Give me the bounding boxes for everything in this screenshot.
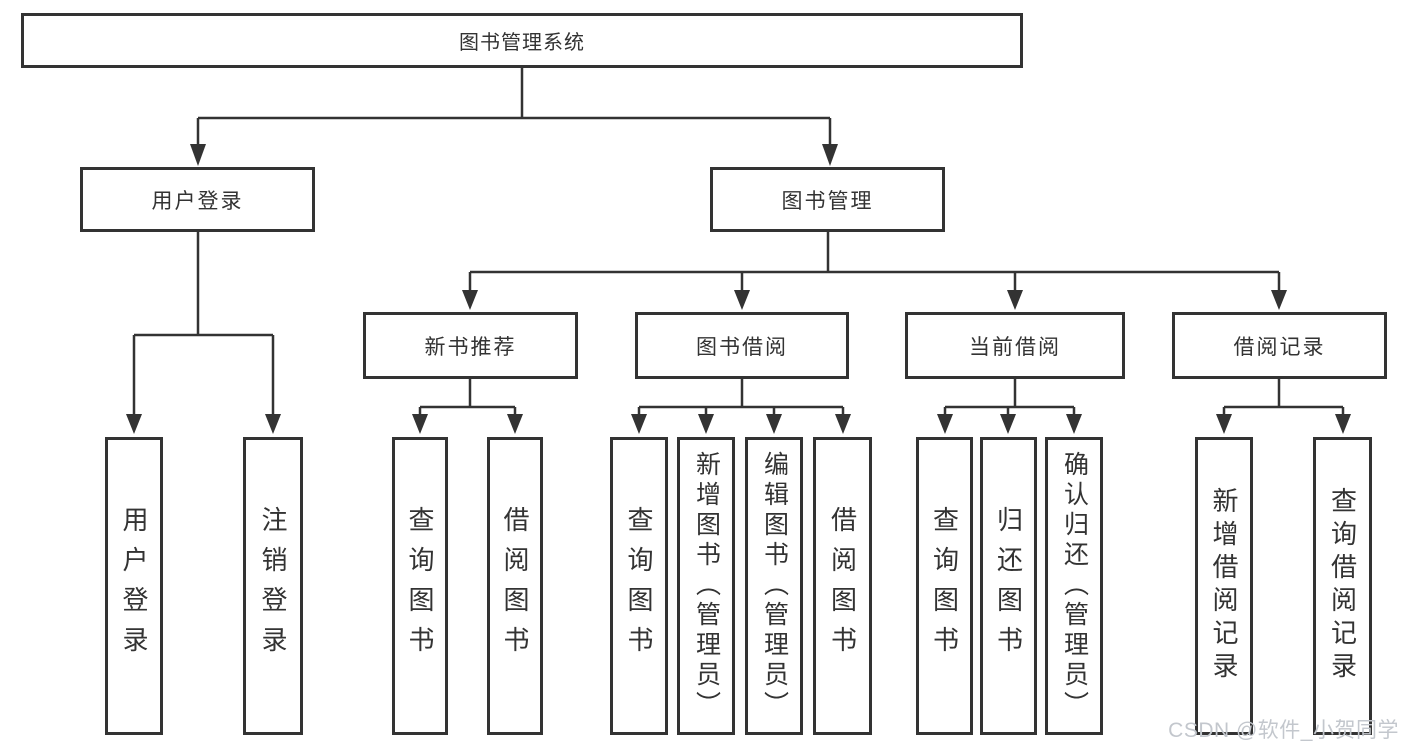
node-current-borrow: 当前借阅 [905, 312, 1125, 379]
leaf-query-book-current: 查询图书 [916, 437, 973, 735]
leaf-return-book: 归还图书 [980, 437, 1037, 735]
node-borrow-records: 借阅记录 [1172, 312, 1387, 379]
leaf-logout-label: 注销登录 [258, 506, 288, 666]
leaf-add-book-admin: 新增图书（管理员） [677, 437, 735, 735]
node-root-label: 图书管理系统 [459, 32, 585, 54]
node-new-book-recommend-label: 新书推荐 [424, 335, 517, 359]
leaf-query-book-borrow-label: 查询图书 [624, 506, 654, 666]
leaf-user-login: 用户登录 [105, 437, 163, 735]
leaf-user-login-label: 用户登录 [119, 506, 149, 666]
leaf-add-borrow-record: 新增借阅记录 [1195, 437, 1253, 735]
leaf-borrow-book-recommend-label: 借阅图书 [500, 506, 530, 666]
leaf-borrow-book-label: 借阅图书 [827, 506, 858, 666]
leaf-add-book-admin-label: 新增图书（管理员） [692, 451, 721, 721]
leaf-query-book-recommend-label: 查询图书 [405, 506, 435, 666]
leaf-confirm-return-admin: 确认归还（管理员） [1045, 437, 1103, 735]
node-user-login-label: 用户登录 [151, 189, 244, 213]
leaf-query-book-recommend: 查询图书 [392, 437, 448, 735]
csdn-watermark: CSDN @软件_小贺同学 [1168, 719, 1399, 742]
leaf-edit-book-admin: 编辑图书（管理员） [745, 437, 803, 735]
leaf-borrow-book-recommend: 借阅图书 [487, 437, 543, 735]
leaf-query-borrow-record-label: 查询借阅记录 [1327, 487, 1358, 685]
leaf-borrow-book: 借阅图书 [813, 437, 872, 735]
node-borrow-records-label: 借阅记录 [1233, 335, 1326, 359]
node-book-borrow: 图书借阅 [635, 312, 849, 379]
node-new-book-recommend: 新书推荐 [363, 312, 578, 379]
leaf-edit-book-admin-label: 编辑图书（管理员） [760, 451, 789, 721]
leaf-confirm-return-admin-label: 确认归还（管理员） [1060, 451, 1089, 721]
node-current-borrow-label: 当前借阅 [969, 335, 1061, 359]
leaf-query-borrow-record: 查询借阅记录 [1313, 437, 1372, 735]
node-root: 图书管理系统 [21, 13, 1023, 68]
node-book-management: 图书管理 [710, 167, 945, 232]
leaf-return-book-label: 归还图书 [993, 506, 1024, 666]
leaf-add-borrow-record-label: 新增借阅记录 [1209, 487, 1239, 685]
node-book-management-label: 图书管理 [781, 189, 874, 213]
leaf-query-book-current-label: 查询图书 [929, 506, 960, 666]
node-user-login: 用户登录 [80, 167, 315, 232]
leaf-logout: 注销登录 [243, 437, 303, 735]
leaf-query-book-borrow: 查询图书 [610, 437, 668, 735]
node-book-borrow-label: 图书借阅 [696, 335, 788, 359]
